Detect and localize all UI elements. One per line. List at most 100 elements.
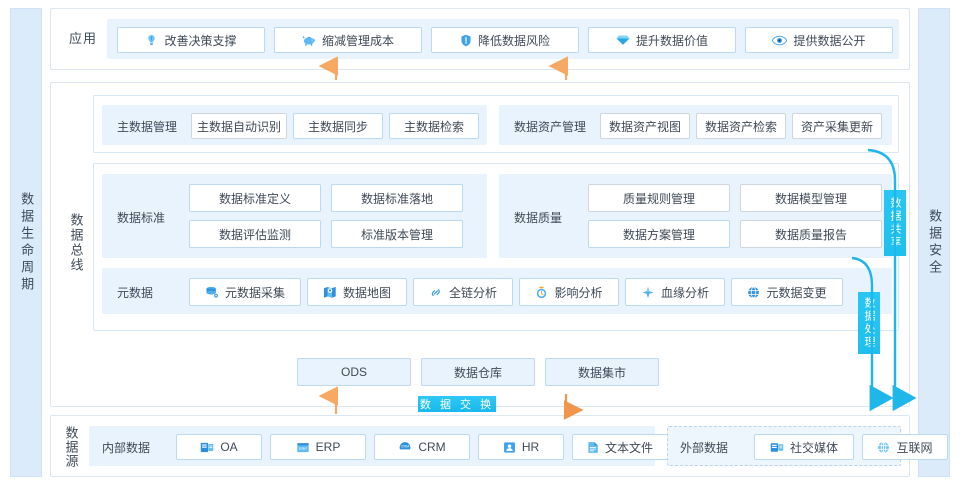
app-item-reduce-cost[interactable]: 缩减管理成本	[274, 27, 422, 53]
data-standard-item[interactable]: 标准版本管理	[331, 220, 463, 248]
data-asset-item[interactable]: 资产采集更新	[792, 113, 882, 139]
master-data-item[interactable]: 主数据自动识别	[191, 113, 287, 139]
internal-item-label: 文本文件	[604, 440, 653, 455]
data-standard-item[interactable]: 数据评估监测	[189, 220, 321, 248]
hr-icon	[503, 441, 516, 454]
external-item-label: 社交媒体	[789, 440, 838, 455]
database-icon	[205, 286, 219, 299]
app-item-label: 缩减管理成本	[321, 33, 394, 48]
metadata-item-impact[interactable]: 影响分析	[519, 278, 619, 306]
data-exchange-badge: 数 据 交 换	[418, 396, 496, 412]
external-data-group: 外部数据 社交媒体	[667, 426, 948, 466]
master-data-item[interactable]: 主数据检索	[389, 113, 479, 139]
internal-item-label: HR	[521, 440, 540, 454]
external-item-social[interactable]: 社交媒体	[754, 434, 854, 460]
svg-text:ERP: ERP	[299, 446, 308, 451]
data-asset-item[interactable]: 数据资产视图	[600, 113, 690, 139]
shield-icon	[460, 34, 472, 47]
app-item-label: 提升数据价值	[635, 33, 708, 48]
app-item-open-data[interactable]: 提供数据公开	[745, 27, 893, 53]
metadata-item-label: 元数据采集	[224, 285, 285, 300]
piggy-bank-icon	[302, 34, 316, 47]
metadata-item-collect[interactable]: 元数据采集	[189, 278, 301, 306]
data-bus-panel: 数据总线 主数据管理 主数据自动识别 主数据同步 主数据检索 数据资产管理 数据…	[50, 82, 910, 407]
metadata-item-change[interactable]: 元数据变更	[731, 278, 843, 306]
data-quality-item[interactable]: 数据方案管理	[588, 220, 730, 248]
metadata-item-label: 元数据变更	[766, 285, 827, 300]
globe-icon	[877, 441, 890, 454]
app-item-reduce-risk[interactable]: 降低数据风险	[431, 27, 579, 53]
app-item-label: 改善决策支撑	[164, 33, 237, 48]
internal-data-group: 内部数据 OA	[89, 426, 668, 466]
erp-icon: ERP	[296, 441, 310, 454]
external-item-internet[interactable]: 互联网	[862, 434, 948, 460]
application-panel: 应用 改善决策支撑	[50, 8, 910, 70]
data-security-rail: 数据安全	[918, 8, 950, 477]
app-item-increase-value[interactable]: 提升数据价值	[588, 27, 736, 53]
data-security-label: 数据安全	[927, 208, 943, 277]
internal-data-title: 内部数据	[102, 440, 151, 455]
metadata-item-label: 数据地图	[342, 285, 391, 300]
internal-item-textfile[interactable]: 文本文件	[572, 434, 668, 460]
application-items-group: 改善决策支撑 缩减管理成本	[107, 19, 899, 59]
eye-icon	[772, 35, 788, 46]
data-quality-item[interactable]: 数据模型管理	[740, 184, 882, 212]
application-section-label: 应用	[68, 30, 97, 46]
data-quality-item[interactable]: 数据质量报告	[740, 220, 882, 248]
data-asset-item[interactable]: 数据资产检索	[696, 113, 786, 139]
crm-icon: CRM	[398, 441, 412, 454]
lightbulb-icon	[145, 34, 158, 47]
data-quality-group: 数据质量 质量规则管理 数据模型管理 数据方案管理 数据质量报告	[499, 174, 892, 258]
metadata-title: 元数据	[117, 285, 154, 300]
data-asset-title: 数据资产管理	[514, 119, 587, 134]
metadata-item-label: 影响分析	[554, 285, 603, 300]
master-data-item[interactable]: 主数据同步	[293, 113, 383, 139]
link-icon	[429, 286, 443, 299]
master-data-title: 主数据管理	[117, 119, 178, 134]
data-lifecycle-rail: 数据生命周期	[10, 8, 42, 477]
internal-item-erp[interactable]: ERP ERP	[270, 434, 366, 460]
internal-item-crm[interactable]: CRM CRM	[374, 434, 470, 460]
metadata-item-map[interactable]: 数据地图	[307, 278, 407, 306]
globe-icon	[747, 286, 760, 299]
metadata-item-fullchain[interactable]: 全链分析	[413, 278, 513, 306]
alarm-icon	[535, 286, 548, 299]
data-standard-item[interactable]: 数据标准定义	[189, 184, 321, 212]
data-source-panel: 数据源 内部数据 OA	[50, 415, 948, 477]
data-standard-group: 数据标准 数据标准定义 数据标准落地 数据评估监测 标准版本管理	[102, 174, 487, 258]
data-asset-group: 数据资产管理 数据资产视图 数据资产检索 资产采集更新	[499, 105, 892, 145]
external-item-label: 互联网	[896, 440, 933, 455]
document-icon	[587, 441, 599, 454]
internal-item-hr[interactable]: HR	[478, 434, 564, 460]
app-item-label: 降低数据风险	[477, 33, 550, 48]
metadata-group: 元数据 元数据采集	[102, 268, 892, 314]
internal-item-oa[interactable]: OA	[176, 434, 262, 460]
master-data-group: 主数据管理 主数据自动识别 主数据同步 主数据检索	[102, 105, 487, 145]
data-standard-item[interactable]: 数据标准落地	[331, 184, 463, 212]
data-quality-item[interactable]: 质量规则管理	[588, 184, 730, 212]
sparkle-icon	[641, 286, 655, 299]
storage-item-warehouse[interactable]: 数据仓库	[421, 358, 535, 386]
master-and-asset-row: 主数据管理 主数据自动识别 主数据同步 主数据检索 数据资产管理 数据资产视图 …	[93, 95, 899, 153]
internal-item-label: CRM	[418, 440, 446, 454]
oa-icon	[200, 441, 214, 454]
data-lifecycle-label: 数据生命周期	[19, 191, 35, 294]
app-item-label: 提供数据公开	[793, 33, 866, 48]
diamond-icon	[616, 34, 630, 46]
internal-item-label: OA	[220, 440, 238, 454]
data-bus-section-label: 数据总线	[68, 213, 84, 273]
metadata-item-lineage[interactable]: 血缘分析	[625, 278, 725, 306]
external-data-title: 外部数据	[680, 440, 729, 455]
app-item-improve-decision[interactable]: 改善决策支撑	[117, 27, 265, 53]
social-icon	[770, 441, 784, 454]
storage-item-ods[interactable]: ODS	[297, 358, 411, 386]
map-icon	[323, 286, 337, 299]
storage-item-mart[interactable]: 数据集市	[545, 358, 659, 386]
data-quality-title: 数据质量	[514, 210, 563, 225]
data-process-badge: 数据处理	[858, 292, 880, 354]
metadata-item-label: 血缘分析	[660, 285, 709, 300]
data-share-badge: 数据共享	[884, 190, 906, 256]
metadata-item-label: 全链分析	[448, 285, 497, 300]
data-source-section-label: 数据源	[63, 426, 79, 468]
data-standard-title: 数据标准	[117, 210, 166, 225]
